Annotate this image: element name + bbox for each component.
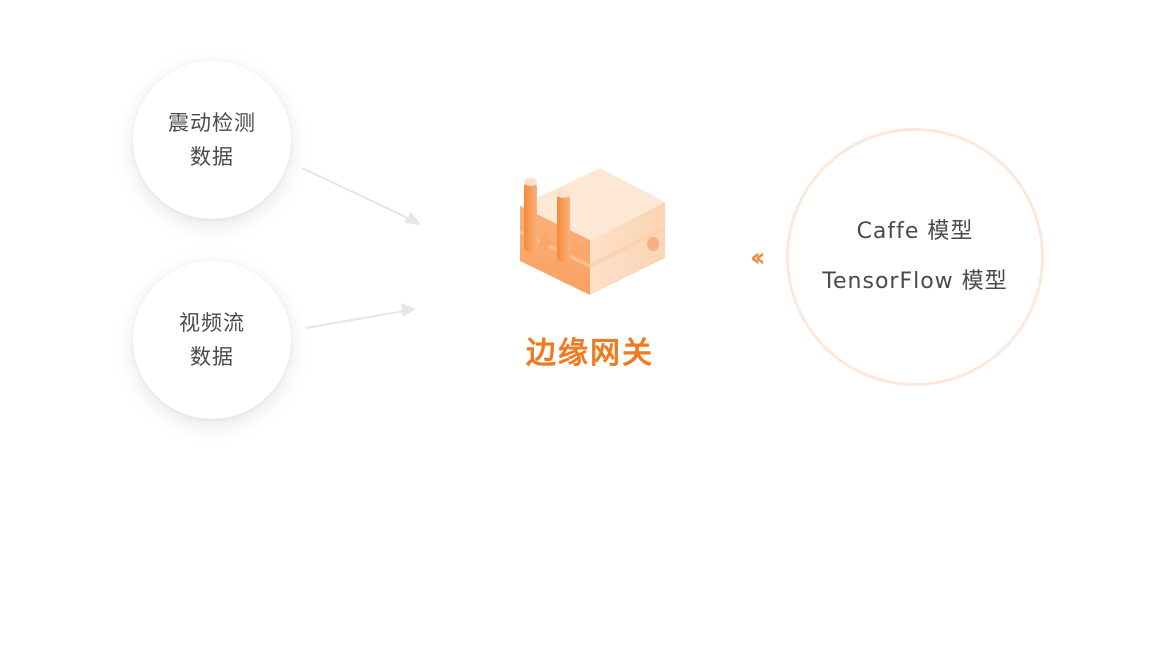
- video-node-label-line2: 数据: [190, 345, 234, 369]
- edge-gateway: 边缘网关: [505, 168, 675, 372]
- model-item-tensorflow: TensorFlow 模型: [822, 269, 1008, 294]
- vibration-node-label-line1: 震动检测: [168, 111, 256, 135]
- video-stream-node: 视频流 数据: [133, 261, 291, 419]
- vibration-data-node: 震动检测 数据: [133, 61, 291, 219]
- model-set-ring: Caffe 模型 TensorFlow 模型: [786, 128, 1044, 386]
- video-node-label-line1: 视频流: [179, 311, 245, 335]
- arrow-vibration-to-gateway: [301, 167, 421, 225]
- gateway-label: 边缘网关: [526, 336, 654, 371]
- factory-icon: [520, 168, 665, 295]
- vibration-node-label-line2: 数据: [190, 145, 234, 169]
- model-item-caffe: Caffe 模型: [856, 219, 974, 244]
- arrow-video-to-gateway: [305, 303, 416, 329]
- double-chevron-left-icon: ‹‹: [750, 243, 766, 273]
